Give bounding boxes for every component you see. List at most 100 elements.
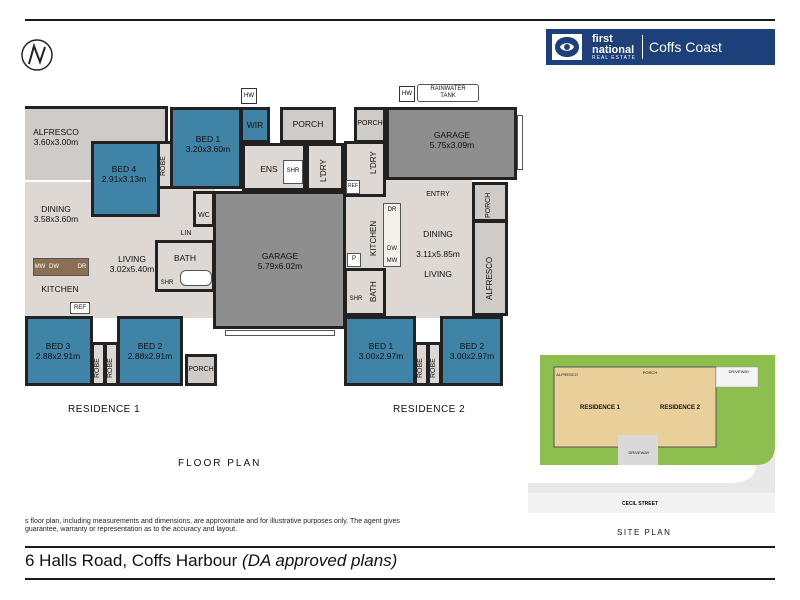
r2-shr-label: SHR: [349, 296, 363, 302]
disclaimer: s floor plan, including measurements and…: [25, 518, 400, 534]
r2-ref-label: REF: [348, 183, 358, 189]
top-rule: [25, 19, 775, 21]
r2-robe-a-label: ROBE: [417, 358, 424, 378]
r1-bed4-robe-label: ROBE: [160, 156, 167, 176]
r1-dw-label: DW: [49, 264, 59, 270]
r2-ldry-label: L'DRY: [369, 151, 378, 174]
office-name: Coffs Coast: [648, 39, 722, 55]
site-porch-label: PORCH: [642, 370, 658, 375]
r2-porch-side-label: PORCH: [485, 192, 492, 218]
r1-wc: [193, 191, 215, 227]
r2-garage-door: [517, 115, 523, 170]
r1-shr-label: SHR: [286, 168, 300, 174]
r1-wir-label: WIR: [246, 120, 264, 130]
r1-shr: [283, 160, 303, 184]
r2-entry-label: ENTRY: [426, 191, 450, 198]
r2-dining-label: DINING 3.11x5.85m LIVING: [416, 229, 460, 279]
r2-ref: [346, 180, 360, 194]
r2-garage: [386, 107, 517, 180]
r1-wir: [240, 107, 270, 143]
r1-bed1: [170, 107, 242, 189]
r1-porch-bottom: [185, 354, 217, 386]
site-driveway-label: DRIVEWAY: [728, 369, 750, 374]
r2-alfresco-label: ALFRESCO: [485, 256, 494, 300]
r2-hw-icon: HW: [399, 86, 415, 102]
site-alfresco-label: ALFRESCO: [556, 372, 578, 377]
r1-bed2: [117, 316, 183, 386]
r2-pantry: [347, 253, 361, 267]
r2-p-label: P: [351, 256, 356, 262]
r1-mw-label: MW: [34, 264, 46, 270]
site-plan-title: SITE PLAN: [617, 528, 672, 537]
address-line: 6 Halls Road, Coffs Harbour (DA approved…: [25, 551, 397, 571]
site-street-label: CECIL STREET: [621, 501, 659, 507]
address-rule-top: [25, 546, 775, 548]
r1-ldry: [306, 143, 344, 191]
r2-bath: [344, 268, 386, 316]
r1-bath-label: BATH: [173, 253, 197, 263]
site-res1-label: RESIDENCE 1: [579, 405, 620, 411]
rainwater-tank: [417, 84, 479, 102]
r1-robe-a-label: ROBE: [94, 358, 101, 378]
address-rule-bottom: [25, 578, 775, 580]
r1-robe-b-label: ROBE: [107, 358, 114, 378]
r1-ens-label: ENS: [260, 164, 278, 174]
r2-bed2: [440, 316, 503, 386]
site-driveway-label-2: DRIVEWAY: [628, 450, 650, 455]
agency-logo: first national REAL ESTATE Coffs Coast: [546, 29, 775, 65]
r1-ref: [70, 302, 90, 314]
brand-divider: [641, 35, 643, 59]
r2-robe-b-label: ROBE: [430, 358, 437, 378]
r1-porch-bottom-label: PORCH: [188, 366, 214, 373]
r2-alfresco: [472, 220, 508, 316]
r1-lin-label: LIN: [180, 230, 192, 237]
garage-door: [225, 330, 335, 336]
r2-kitchen-label: KITCHEN: [369, 220, 378, 256]
r1-kitchen-label: KITCHEN: [41, 284, 79, 294]
r1-ref-label: REF: [74, 305, 86, 311]
address-note: (DA approved plans): [242, 551, 398, 570]
r2-porch-side: [472, 182, 508, 222]
address-text: 6 Halls Road, Coffs Harbour: [25, 551, 238, 570]
r2-porch-top-label: PORCH: [357, 120, 383, 127]
floor-plan-title: FLOOR PLAN: [178, 458, 262, 469]
r2-bath-label: BATH: [369, 281, 378, 302]
r1-porch-top: [280, 107, 336, 143]
r1-kitchen-bench: [33, 258, 89, 276]
r2-kitchen-island: [383, 203, 401, 267]
brand-line1: first: [592, 32, 613, 45]
residence1-caption: RESIDENCE 1: [68, 404, 141, 415]
r2-mw-label: MW: [386, 258, 398, 264]
north-arrow-icon: [20, 38, 54, 72]
residence2-caption: RESIDENCE 2: [393, 404, 466, 415]
r1-porch-top-label: PORCH: [292, 119, 324, 129]
site-res2-label: RESIDENCE 2: [659, 405, 700, 411]
site-plan: [528, 355, 775, 513]
center-garage: [213, 191, 346, 329]
brand-line2: national: [592, 43, 635, 56]
r2-dw-label: DW: [387, 246, 397, 252]
r1-bed4-robe: [157, 141, 173, 189]
first-national-logo-icon: [552, 34, 582, 60]
brand-sub: REAL ESTATE: [592, 54, 636, 61]
r1-ldry-label: L'DRY: [319, 159, 328, 182]
r1-bath-shr-label: SHR: [160, 280, 174, 286]
r1-dr-label: DR: [77, 264, 87, 270]
r1-hw-icon: HW: [241, 88, 257, 104]
site-plan-map: [528, 355, 775, 513]
r1-bathtub: [180, 270, 212, 286]
r2-dr-label: DR: [387, 207, 397, 213]
r1-wc-label: WC: [198, 212, 210, 219]
